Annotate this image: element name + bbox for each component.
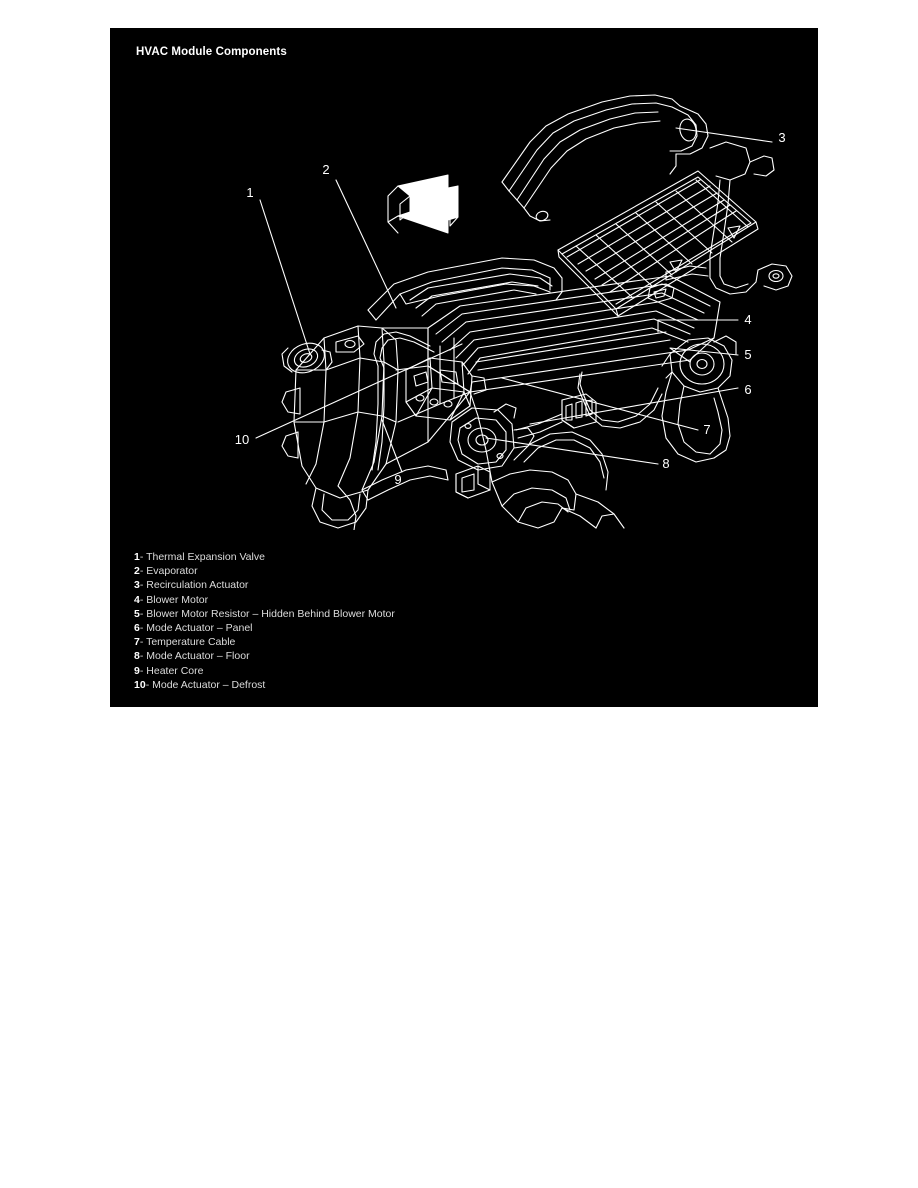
callout-number-1: 1 [246, 185, 253, 200]
legend-label: Mode Actuator – Defrost [152, 678, 266, 691]
legend-item: 10- Mode Actuator – Defrost [134, 678, 794, 692]
legend-label: Blower Motor [146, 593, 209, 606]
hvac-module-illustration: 1 2 3 4 5 6 7 8 9 10 [110, 70, 818, 530]
legend-item: 4- Blower Motor [134, 593, 794, 607]
legend-label: Heater Core [146, 664, 204, 677]
legend-number: 10 [134, 678, 146, 691]
callout-numbers: 1 2 3 4 5 6 7 8 9 10 [235, 130, 786, 487]
legend-label: Mode Actuator – Panel [146, 622, 253, 635]
callout-number-8: 8 [662, 456, 669, 471]
legend-item: 8- Mode Actuator – Floor [134, 649, 794, 663]
legend-separator: - [139, 622, 144, 635]
figure-panel: HVAC Module Components [110, 28, 818, 707]
legend-label: Thermal Expansion Valve [146, 551, 265, 563]
legend-label: Recirculation Actuator [146, 579, 249, 592]
legend-label: Evaporator [146, 565, 198, 578]
legend-separator: - [139, 593, 144, 606]
callout-number-9: 9 [394, 472, 401, 487]
callout-number-2: 2 [322, 162, 329, 177]
legend-separator: - [139, 664, 144, 677]
orientation-arrow [397, 174, 459, 234]
legend-item: 2- Evaporator [134, 564, 794, 578]
legend-number: 6 [134, 622, 140, 635]
legend-label: Mode Actuator – Floor [146, 650, 250, 663]
legend-separator: - [139, 565, 144, 578]
legend-separator: - [139, 650, 144, 663]
legend-separator: - [145, 678, 150, 691]
legend-number: 7 [134, 636, 140, 649]
orientation-arrow-depth [387, 185, 459, 234]
legend-number: 5 [134, 607, 140, 620]
figure-title: HVAC Module Components [136, 46, 287, 58]
legend-item: 3- Recirculation Actuator [134, 578, 794, 592]
legend-number: 9 [134, 664, 140, 677]
legend-number: 4 [134, 593, 140, 606]
legend-label: Blower Motor Resistor – Hidden Behind Bl… [146, 607, 395, 620]
callout-number-6: 6 [744, 382, 751, 397]
legend-item: 7- Temperature Cable [134, 635, 794, 649]
legend-number: 8 [134, 650, 140, 663]
recirculation-inlet-housing [501, 94, 709, 222]
legend-number: 1 [134, 551, 140, 563]
legend-item: 9- Heater Core [134, 664, 794, 678]
callout-number-10: 10 [235, 432, 249, 447]
legend-separator: - [139, 579, 144, 592]
legend-label: Temperature Cable [146, 636, 236, 649]
legend-separator: - [139, 636, 144, 649]
legend-item: 1- Thermal Expansion Valve [134, 550, 794, 564]
callout-number-5: 5 [744, 347, 751, 362]
callout-number-3: 3 [778, 130, 785, 145]
callout-number-7: 7 [703, 422, 710, 437]
callout-leader-lines [255, 127, 773, 473]
hvac-module-body [281, 257, 737, 530]
callout-number-4: 4 [744, 312, 751, 327]
right-mounting-bracket [647, 141, 793, 303]
legend-separator: - [139, 607, 144, 620]
legend-separator: - [139, 551, 144, 563]
legend-number: 3 [134, 579, 140, 592]
legend-item: 5- Blower Motor Resistor – Hidden Behind… [134, 607, 794, 621]
legend-item: 6- Mode Actuator – Panel [134, 621, 794, 635]
hvac-module-linedrawing: 1 2 3 4 5 6 7 8 9 10 [110, 70, 818, 530]
component-legend: 1- Thermal Expansion Valve 2- Evaporator… [134, 550, 794, 692]
legend-number: 2 [134, 565, 140, 578]
